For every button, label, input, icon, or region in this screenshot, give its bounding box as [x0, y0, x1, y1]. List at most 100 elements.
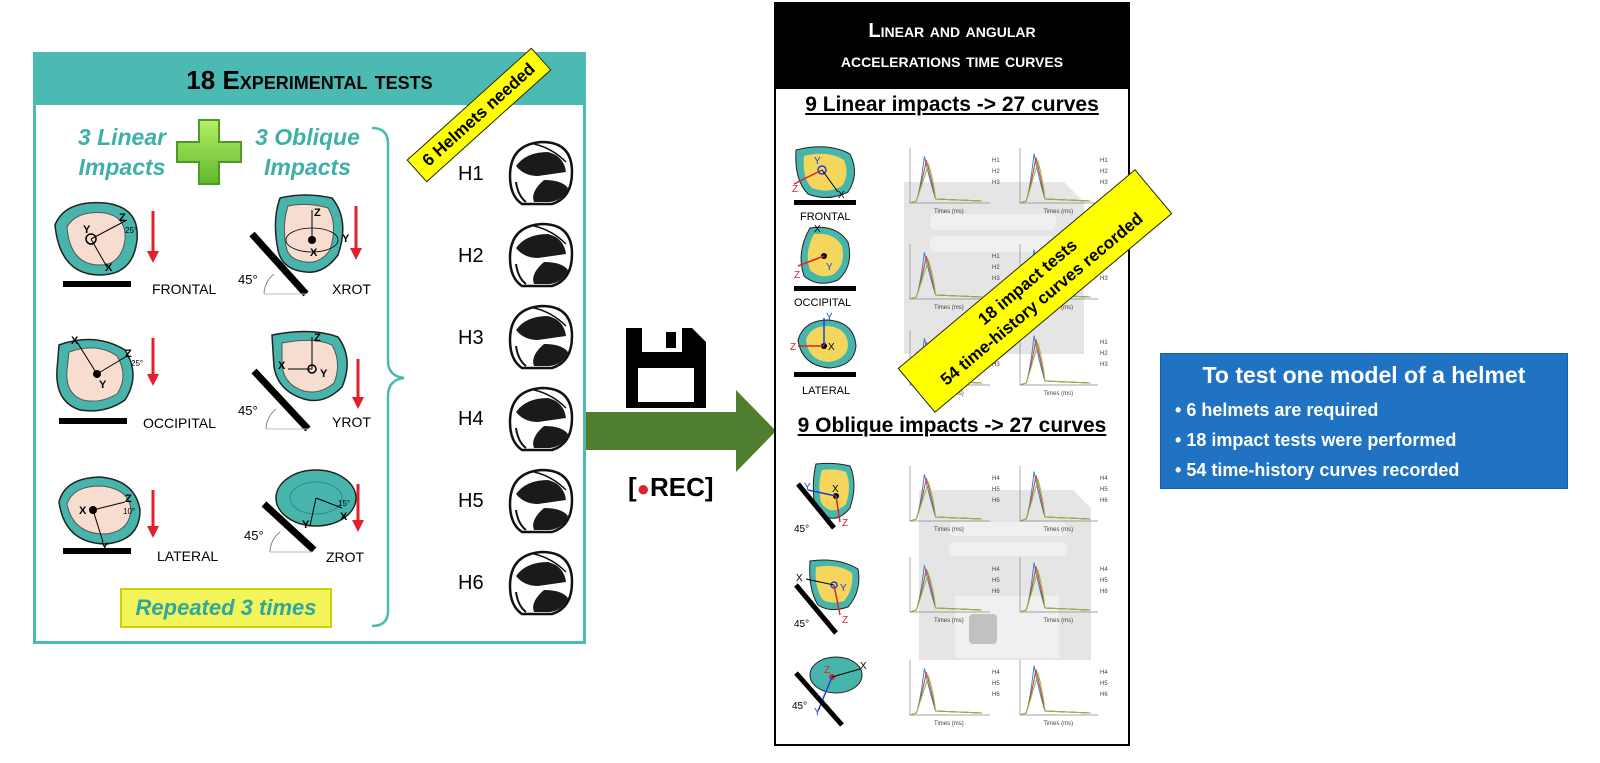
frontal-label: FRONTAL — [152, 281, 217, 297]
mini-chart-legend: H2 — [1100, 351, 1108, 357]
mini-chart-legend: H5 — [1100, 487, 1108, 493]
lateral-label: LATERAL — [157, 548, 218, 564]
angle-label: 45° — [238, 403, 258, 418]
mini-chart-curve — [909, 565, 983, 613]
mini-chart-legend: H6 — [992, 589, 1000, 595]
mid-occipital-label: OCCIPITAL — [794, 297, 851, 309]
axis-z-label: Z — [792, 184, 798, 195]
mini-chart-legend: H3 — [1100, 180, 1108, 186]
mini-chart-curve — [909, 480, 983, 522]
mini-chart-legend: H6 — [1100, 498, 1108, 504]
mini-chart-xlabel: Times (ms) — [1043, 618, 1073, 624]
mini-chart-legend: H4 — [1100, 567, 1108, 573]
axis-x-label: X — [796, 573, 803, 584]
mini-chart-legend: H5 — [992, 487, 1000, 493]
helmet-icon — [508, 468, 574, 534]
helmet-icon — [508, 140, 574, 206]
angle-small-label: 25° — [125, 226, 137, 235]
axis-y-label: Y — [840, 583, 847, 594]
axis-z-label: Z — [842, 518, 848, 529]
title-line-2: accelerations time curves — [840, 50, 1064, 72]
helmet-icon — [508, 222, 574, 288]
axis-x-label: X — [105, 262, 113, 274]
mini-chart-legend: H3 — [1100, 276, 1108, 282]
plus-icon — [176, 119, 242, 185]
helmet-label: H1 — [458, 163, 484, 185]
mid-occipital-figure: X Z Y OCCIPITAL — [794, 224, 856, 309]
axis-x-label: X — [278, 360, 286, 372]
helmet-label: H2 — [458, 245, 484, 267]
mid-lateral-figure: Y X Z LATERAL — [790, 312, 857, 397]
mini-chart-curve — [1019, 665, 1091, 716]
title-line-1: Linear and angular — [868, 20, 1036, 42]
mini-chart-legend: H3 — [1100, 362, 1108, 368]
axis-x-label: X — [71, 335, 79, 347]
helmet-icon — [508, 550, 574, 616]
axis-z-label: Z — [314, 332, 321, 344]
axis-y-label: Y — [826, 262, 833, 273]
mini-chart-legend: H2 — [1100, 169, 1108, 175]
mini-chart-legend: H4 — [1100, 476, 1108, 482]
occipital-impact-figure: X Z Y 25° OCCIPITAL — [56, 335, 216, 431]
axis-z-label: Z — [125, 348, 132, 360]
mini-chart-curve — [1019, 153, 1091, 204]
mini-chart-curve — [1019, 477, 1091, 522]
zrot-impact-figure: X Y 15° 45° ZROT — [244, 469, 365, 565]
rec-indicator: [●REC] — [628, 472, 714, 502]
helmet-label: H4 — [458, 408, 484, 430]
mini-chart-curve — [909, 156, 983, 204]
mini-chart-curve — [1019, 671, 1091, 716]
oblique-section-title: 9 Oblique impacts -> 27 curves — [797, 414, 1107, 437]
angle-small-label: 25° — [131, 359, 143, 368]
yrot-impact-figure: Z X Y 45° YROT — [238, 330, 371, 432]
axis-x-label: X — [340, 511, 348, 523]
floppy-watermark-icon — [919, 490, 1091, 660]
axis-z-label: Z — [824, 665, 830, 676]
axis-y-label: Y — [814, 156, 821, 167]
arrow-right-icon — [586, 390, 776, 472]
mini-chart-legend: H6 — [1100, 692, 1108, 698]
axis-y-label: Y — [83, 224, 91, 236]
mini-chart-legend: H5 — [992, 578, 1000, 584]
mini-chart-curve — [909, 162, 983, 204]
angle-small-label: 10° — [123, 507, 135, 516]
axis-y-label: Y — [342, 233, 350, 245]
mini-chart-xlabel: Times (ms) — [934, 527, 964, 533]
mini-chart-legend: H5 — [1100, 578, 1108, 584]
linear-section-title: 9 Linear impacts -> 27 curves — [805, 93, 1099, 116]
axis-y-label: Y — [814, 707, 821, 718]
angle-label: 45° — [238, 272, 258, 287]
rec-label: REC — [649, 472, 705, 502]
mini-chart-curve — [909, 674, 983, 716]
summary-item: 18 impact tests were performed — [1186, 425, 1567, 455]
bracket-shape — [371, 126, 405, 628]
oblique-impacts-title: 3 Oblique Impacts — [255, 124, 360, 180]
mid-frontal-label: FRONTAL — [800, 211, 851, 223]
axis-x-label: X — [860, 661, 867, 672]
mini-chart-legend: H4 — [992, 670, 1000, 676]
mini-chart-legend: H6 — [992, 692, 1000, 698]
frontal-impact-figure: Y Z X 25° FRONTAL — [54, 201, 217, 297]
angle-label: 45° — [792, 701, 807, 712]
occipital-label: OCCIPITAL — [143, 415, 216, 431]
xrot-impact-figure: Z Y X 45° XROT — [238, 194, 371, 297]
mini-chart-curve — [909, 571, 983, 613]
axis-z-label: Z — [842, 615, 848, 626]
mini-chart-legend: H2 — [992, 169, 1000, 175]
axis-z-label: Z — [125, 493, 132, 505]
axis-y-label: Y — [302, 519, 310, 531]
axis-y-label: Y — [826, 312, 833, 323]
mini-chart-legend: H4 — [1100, 670, 1108, 676]
mini-chart-xlabel: Times (ms) — [1043, 391, 1073, 397]
zrot-label: ZROT — [326, 549, 365, 565]
axis-x-label: X — [828, 342, 835, 353]
mini-chart-curve — [1019, 159, 1091, 204]
mini-chart-curve — [909, 252, 983, 300]
